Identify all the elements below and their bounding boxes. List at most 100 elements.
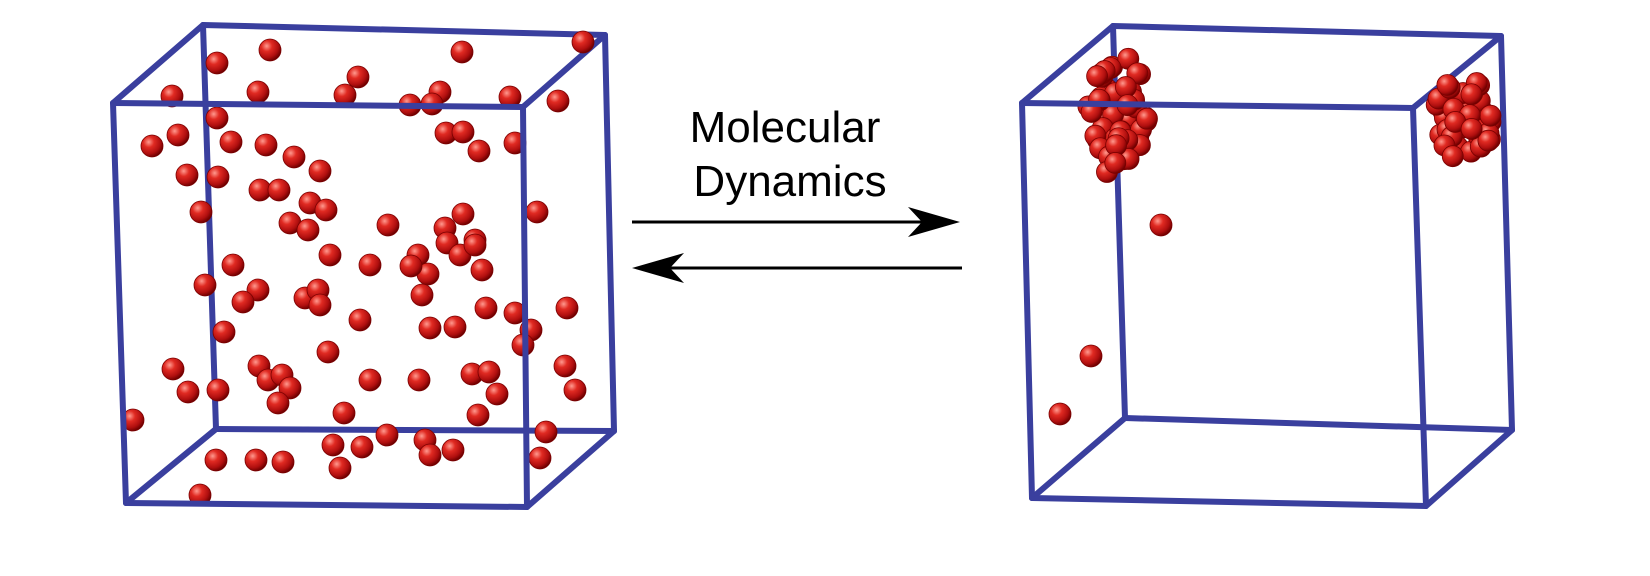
particle (314, 198, 338, 222)
particle (258, 38, 282, 62)
particle (346, 65, 370, 89)
particle (1104, 152, 1127, 174)
box-edge (123, 426, 219, 506)
particle (474, 296, 498, 320)
particle (467, 139, 491, 163)
particle (266, 391, 290, 415)
particle (282, 145, 306, 169)
particle (1079, 344, 1103, 368)
particle (176, 380, 200, 404)
particle (246, 80, 270, 104)
box-edge (110, 22, 206, 106)
left-simulation-box (110, 22, 617, 510)
particle (271, 450, 295, 474)
particle (525, 200, 549, 224)
right-box-back-edges (1019, 23, 1515, 509)
particle (1086, 65, 1109, 88)
particle (407, 368, 431, 392)
particle (205, 106, 229, 130)
particle (1149, 213, 1173, 237)
particle (308, 293, 332, 317)
box-edge (602, 32, 617, 434)
particle (1479, 104, 1502, 127)
box-edge (1019, 100, 1416, 111)
particle (1477, 129, 1500, 152)
box-edge (1019, 23, 1116, 106)
box-edge (1019, 100, 1035, 501)
particle (140, 134, 164, 158)
particle (348, 308, 372, 332)
box-edge (123, 500, 530, 510)
box-edge (524, 428, 617, 510)
particle (571, 30, 595, 54)
particle (296, 218, 320, 242)
particle (1460, 118, 1483, 140)
particle (375, 423, 399, 447)
label-line-2: Dynamics (693, 157, 886, 206)
particle (466, 403, 490, 427)
right-box-front-edges (1019, 100, 1429, 509)
particle (463, 233, 487, 257)
particle (470, 258, 494, 282)
particle (316, 340, 340, 364)
particle (546, 89, 570, 113)
particle (450, 40, 474, 64)
particle (1436, 74, 1459, 96)
particle (1136, 107, 1158, 130)
particle (441, 438, 465, 462)
box-edge (1122, 415, 1515, 433)
particle (193, 273, 217, 297)
particle (443, 315, 467, 339)
particle (399, 254, 423, 278)
transition-label: Molecular Dynamics (690, 103, 887, 206)
right-simulation-box (1019, 23, 1515, 509)
box-edge (1029, 415, 1128, 501)
particle (328, 456, 352, 480)
particle (244, 448, 268, 472)
particle (318, 243, 342, 267)
particle (555, 296, 579, 320)
particle (206, 378, 230, 402)
particle (189, 200, 213, 224)
box-edge (200, 22, 608, 38)
particle (267, 178, 291, 202)
particle (321, 433, 345, 457)
particle (1048, 402, 1072, 426)
box-edge (110, 100, 526, 110)
particle (528, 446, 552, 470)
particle (204, 448, 228, 472)
box-edge (1423, 427, 1515, 509)
particle (410, 283, 434, 307)
particle (451, 202, 475, 226)
particle (231, 290, 255, 314)
particle (219, 130, 243, 154)
particle (358, 368, 382, 392)
box-edge (1498, 33, 1515, 433)
box-edge (110, 100, 129, 506)
particle (205, 51, 229, 75)
box-edge (1410, 33, 1504, 111)
box-edge (1110, 23, 1504, 39)
box-edge (1029, 495, 1429, 509)
particle (358, 253, 382, 277)
particle (1460, 83, 1483, 106)
particle (166, 123, 190, 147)
particle (308, 159, 332, 183)
particle (278, 376, 302, 400)
box-edge (520, 104, 530, 510)
particle (1441, 145, 1464, 168)
forward-arrow (632, 207, 960, 237)
left-particles (121, 30, 595, 507)
particle (254, 133, 278, 157)
particle (161, 357, 185, 381)
particle (418, 316, 442, 340)
label-line-1: Molecular (690, 103, 881, 152)
particle (175, 163, 199, 187)
particle (212, 320, 236, 344)
box-edge (200, 22, 219, 432)
particle (477, 360, 501, 384)
particle (246, 278, 270, 302)
backward-arrow (632, 253, 962, 283)
particle (451, 120, 475, 144)
